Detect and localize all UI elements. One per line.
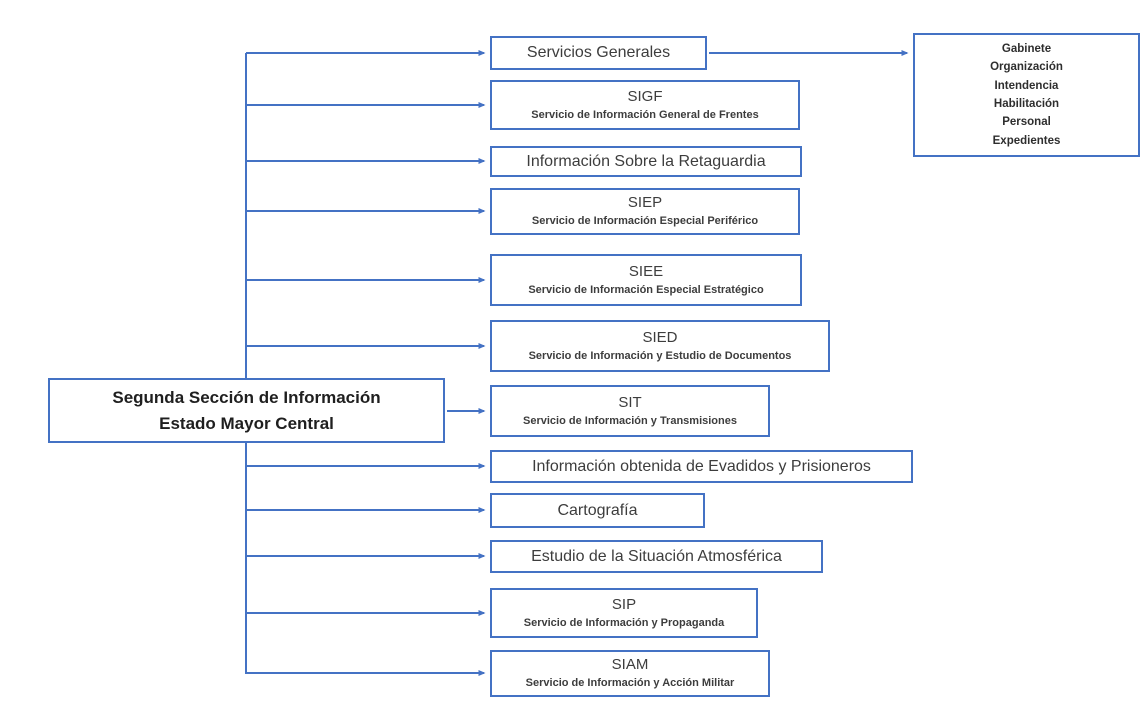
annex-item-habilitacion: Habilitación bbox=[993, 98, 1060, 110]
node-title: SIEE bbox=[628, 262, 664, 280]
node-sit: SIT Servicio de Información y Transmisio… bbox=[490, 385, 770, 437]
node-title: SIEP bbox=[627, 194, 663, 212]
node-title: SIP bbox=[611, 595, 637, 613]
annex-item-intendencia: Intendencia bbox=[994, 79, 1059, 92]
annex-item-expedientes: Expedientes bbox=[992, 134, 1061, 147]
root-title-line2: Estado Mayor Central bbox=[159, 413, 334, 433]
node-subtitle: Servicio de Información y Acción Militar bbox=[525, 677, 735, 690]
node-servicios-generales: Servicios Generales bbox=[490, 36, 707, 70]
node-subtitle: Servicio de Información y Propaganda bbox=[523, 616, 725, 629]
node-siep: SIEP Servicio de Información Especial Pe… bbox=[490, 188, 800, 235]
node-sigf: SIGF Servicio de Información General de … bbox=[490, 80, 800, 130]
node-siam: SIAM Servicio de Información y Acción Mi… bbox=[490, 650, 770, 697]
annex-item-gabinete: Gabinete bbox=[1001, 42, 1052, 55]
node-title: SIGF bbox=[627, 87, 663, 105]
node-sied: SIED Servicio de Información y Estudio d… bbox=[490, 320, 830, 372]
node-title: Información Sobre la Retaguardia bbox=[526, 152, 766, 170]
node-retaguardia: Información Sobre la Retaguardia bbox=[490, 146, 802, 177]
node-sip: SIP Servicio de Información y Propaganda bbox=[490, 588, 758, 638]
node-title: Estudio de la Situación Atmosférica bbox=[531, 547, 782, 565]
node-title: SIED bbox=[642, 328, 678, 346]
node-subtitle: Servicio de Información Especial Estraté… bbox=[528, 283, 764, 296]
node-subtitle: Servicio de Información y Estudio de Doc… bbox=[528, 349, 792, 362]
node-title: Servicios Generales bbox=[526, 44, 671, 61]
node-subtitle: Servicio de Información Especial Perifér… bbox=[531, 215, 759, 228]
node-title: Cartografía bbox=[557, 501, 638, 519]
node-evadidos-prisioneros: Información obtenida de Evadidos y Prisi… bbox=[490, 450, 913, 483]
node-annex-list: Gabinete Organización Intendencia Habili… bbox=[913, 33, 1140, 157]
root-title-line1: Segunda Sección de Información bbox=[112, 388, 381, 407]
annex-item-organizacion: Organización bbox=[990, 61, 1063, 74]
node-subtitle: Servicio de Información y Transmisiones bbox=[523, 414, 737, 427]
node-situacion-atmosferica: Estudio de la Situación Atmosférica bbox=[490, 540, 823, 573]
node-cartografia: Cartografía bbox=[490, 493, 705, 528]
node-root-segunda-seccion: Segunda Sección de Información Estado Ma… bbox=[48, 378, 445, 443]
annex-item-personal: Personal bbox=[1002, 116, 1051, 129]
node-subtitle: Servicio de Información General de Frent… bbox=[531, 108, 759, 121]
node-title: Información obtenida de Evadidos y Prisi… bbox=[532, 457, 871, 475]
node-title: SIT bbox=[618, 393, 642, 411]
node-title: SIAM bbox=[611, 656, 649, 674]
node-siee: SIEE Servicio de Información Especial Es… bbox=[490, 254, 802, 306]
